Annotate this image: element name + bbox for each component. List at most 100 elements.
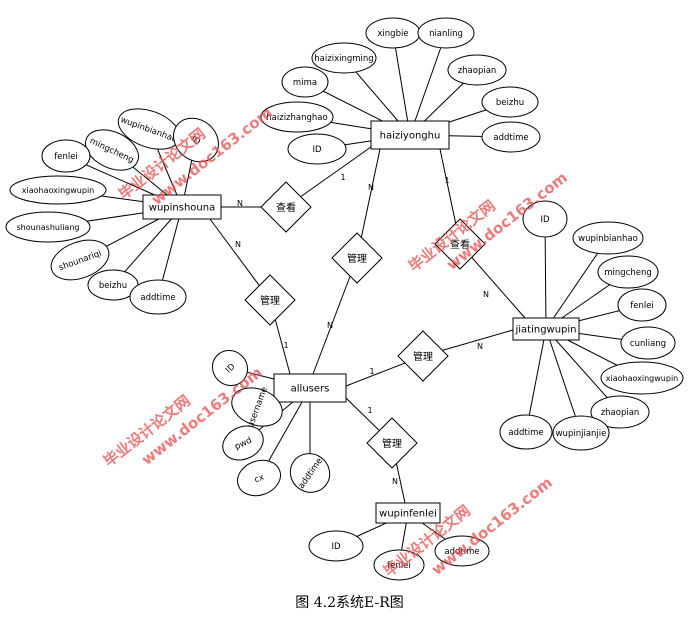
- attribute-ellipse: pwd: [222, 425, 264, 461]
- attribute-shape: [481, 121, 541, 153]
- attribute-label: ID: [312, 145, 322, 155]
- attribute-ellipse: haizixingming: [311, 42, 377, 74]
- attribute-ellipse: cunliang: [620, 326, 676, 360]
- relationship-diamond: 管理: [331, 232, 383, 284]
- attribute-shape: [417, 17, 475, 49]
- attribute-label: zhaopian: [601, 408, 640, 418]
- relationship-shape: [366, 417, 418, 469]
- attribute-ellipse: addtime: [434, 535, 490, 567]
- attribute-label: cx: [253, 473, 266, 486]
- attribute-shape: [572, 221, 644, 255]
- entity-box: wupinfenlei: [375, 502, 441, 524]
- attribute-shape: [41, 139, 91, 173]
- relationship-diamond: 管理: [397, 330, 449, 382]
- figure-caption: 图 4.2系统E-R图: [295, 595, 404, 611]
- attribute-ellipse: username: [231, 386, 283, 429]
- attribute-ellipse: ID: [287, 133, 347, 165]
- entity-box: jiatingwupin: [512, 317, 580, 341]
- attribute-shape: [5, 211, 91, 243]
- attribute-ellipse: ID: [308, 530, 364, 562]
- attribute-ellipse: shounariqi: [50, 239, 110, 281]
- attribute-shape: [522, 200, 568, 238]
- attribute-ellipse: nianling: [417, 17, 475, 49]
- attribute-label: haizizhanghao: [266, 113, 327, 123]
- attribute-ellipse: zhaopian: [590, 395, 650, 429]
- relationship-link-line: [312, 257, 358, 375]
- attribute-label: shounashuliang: [17, 223, 80, 232]
- relationship-diamond: 管理: [244, 274, 296, 326]
- attribute-shape: [129, 279, 187, 315]
- relationship-shape: [434, 218, 486, 270]
- attribute-ellipse: addtime: [499, 414, 553, 450]
- attribute-shape: [260, 101, 334, 133]
- attribute-shape: [237, 459, 281, 497]
- attribute-shape: [447, 54, 507, 86]
- entity-rect: [375, 502, 441, 524]
- attribute-ellipse: xiaohaoxingwupin: [9, 175, 107, 205]
- attribute-ellipse: wupinbianhao: [572, 221, 644, 255]
- attribute-ellipse: shounashuliang: [5, 211, 91, 243]
- entity-label: haiziyonghu: [380, 131, 441, 142]
- attribute-shape: [481, 86, 539, 118]
- relationship-diamond: 管理: [366, 417, 418, 469]
- attribute-ellipse: addtime: [481, 121, 541, 153]
- attribute-ellipse: beizhu: [481, 86, 539, 118]
- relationship-diamond: 查看: [260, 181, 312, 233]
- attribute-ellipse: wupinjianjie: [552, 415, 610, 451]
- cardinality-label: 1: [444, 176, 449, 185]
- relationship-label: 管理: [413, 350, 433, 363]
- attribute-shape: [434, 535, 490, 567]
- attribute-ellipse: addtime: [129, 279, 187, 315]
- attribute-label: wupinjianjie: [556, 429, 607, 439]
- attribute-ellipse: ID: [522, 200, 568, 238]
- cardinality-label: 1: [367, 406, 372, 415]
- relationship-label: 查看: [450, 238, 470, 251]
- entity-rect: [142, 194, 222, 220]
- diagram-nodes: haiziyonghu wupinshouna jiatingwupin alluse…: [5, 17, 684, 581]
- cardinality-label: N: [477, 342, 483, 351]
- attribute-ellipse: xingbie: [365, 17, 421, 49]
- attribute-shape: [552, 415, 610, 451]
- attribute-ellipse: xiaohaoxingwupin: [600, 361, 684, 395]
- attribute-ellipse: fenlei: [373, 549, 425, 581]
- cardinality-label: 1: [283, 341, 288, 350]
- attribute-shape: [85, 129, 139, 171]
- attribute-ellipse: mingcheng: [597, 255, 659, 289]
- attribute-shape: [289, 453, 331, 493]
- attribute-shape: [311, 42, 377, 74]
- attribute-shape: [373, 549, 425, 581]
- attribute-label: beizhu: [99, 281, 127, 291]
- attribute-ellipse: mima: [281, 66, 329, 98]
- attribute-label: fenlei: [630, 301, 654, 311]
- entity-box: wupinshouna: [142, 194, 222, 220]
- attribute-shape: [9, 175, 107, 205]
- entity-label: wupinshouna: [149, 203, 215, 214]
- attribute-shape: [620, 326, 676, 360]
- attribute-label: nianling: [429, 29, 463, 39]
- attribute-ellipse: fenlei: [617, 288, 667, 322]
- entity-label: allusers: [291, 384, 330, 395]
- attribute-label: mima: [293, 78, 317, 88]
- relationship-shape: [244, 274, 296, 326]
- attribute-shape: [287, 133, 347, 165]
- attribute-shape: [173, 117, 219, 163]
- cardinality-label: 1: [340, 173, 345, 182]
- attribute-label: fenlei: [387, 561, 411, 571]
- attribute-label: addtime: [444, 547, 479, 557]
- er-diagram-canvas: haiziyonghu wupinshouna jiatingwupin alluse…: [5, 17, 684, 581]
- attribute-shape: [308, 530, 364, 562]
- attribute-label: xiaohaoxingwupin: [606, 374, 678, 383]
- attribute-ellipse: ID: [173, 117, 219, 163]
- attribute-label: fenlei: [54, 152, 78, 162]
- attribute-label: zhaopian: [458, 66, 497, 76]
- attribute-shape: [499, 414, 553, 450]
- attribute-ellipse: zhaopian: [447, 54, 507, 86]
- relationship-shape: [331, 232, 383, 284]
- entity-box: allusers: [273, 373, 347, 403]
- attribute-shape: [50, 239, 110, 281]
- relationship-label: 管理: [382, 437, 402, 450]
- attribute-label: mingcheng: [604, 268, 652, 278]
- attribute-shape: [597, 255, 659, 289]
